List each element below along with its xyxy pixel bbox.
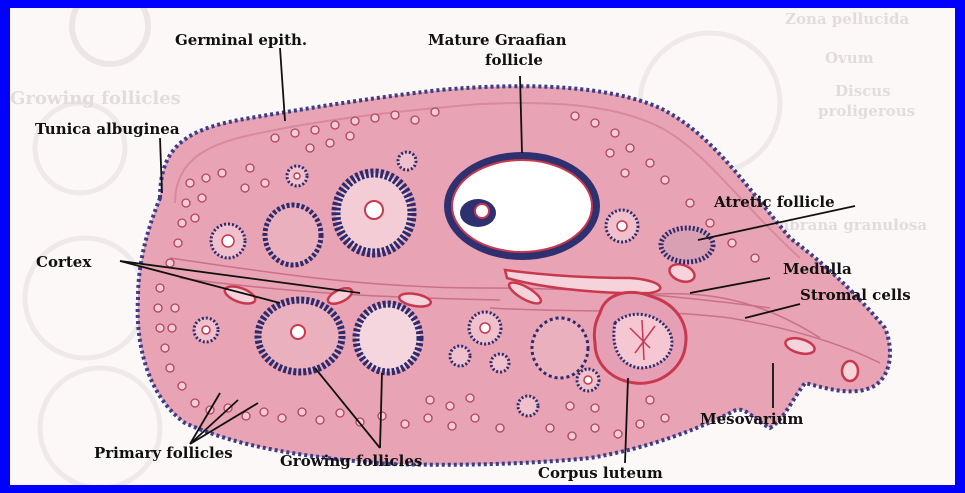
label-cortex: Cortex	[36, 253, 92, 271]
label-corpus-luteum: Corpus luteum	[538, 464, 663, 482]
label-atretic-follicle: Atretic follicle	[713, 193, 835, 211]
label-primary-follicles: Primary follicles	[94, 444, 233, 462]
illustration-canvas: Zona pellucida Ovum Discus proligerous G…	[10, 8, 955, 485]
label-medulla: Medulla	[783, 260, 852, 278]
bg-zona-pellucida: Zona pellucida	[785, 10, 909, 28]
label-mature-graafian-2: follicle	[485, 51, 543, 69]
bg-growing-follicles: Growing follicles	[10, 88, 181, 109]
graafian-follicle	[444, 152, 600, 260]
bg-discus-1: Discus	[835, 82, 891, 100]
label-mesovarium: Mesovarium	[700, 410, 804, 428]
label-stromal-cells: Stromal cells	[800, 286, 911, 304]
corpus-luteum-shape	[594, 292, 686, 383]
bg-discus-2: proligerous	[818, 102, 915, 120]
label-mature-graafian-1: Mature Graafian	[428, 31, 567, 49]
ovary-diagram: Zona pellucida Ovum Discus proligerous G…	[10, 8, 955, 485]
bg-ovum: Ovum	[825, 49, 874, 67]
label-tunica-albuginea: Tunica albuginea	[35, 120, 180, 138]
label-growing-follicles: Growing follicles	[280, 452, 422, 470]
label-germinal-epith: Germinal epith.	[175, 31, 307, 49]
atretic-follicle-shape	[661, 228, 713, 262]
leader-germinal-epith	[280, 48, 285, 121]
